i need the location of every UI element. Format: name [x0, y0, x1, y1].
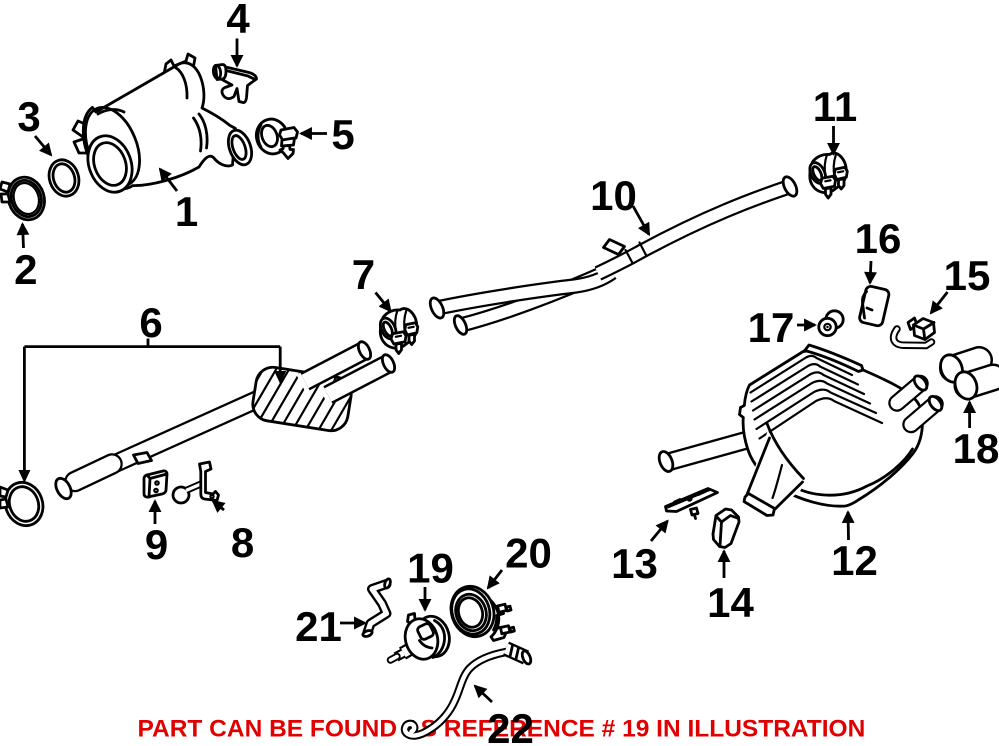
svg-text:21: 21: [295, 603, 342, 650]
svg-text:22: 22: [487, 705, 534, 746]
svg-text:5: 5: [331, 111, 354, 158]
svg-text:6: 6: [139, 299, 162, 346]
svg-text:13: 13: [611, 540, 658, 587]
svg-text:20: 20: [505, 530, 552, 577]
svg-text:15: 15: [944, 252, 991, 299]
svg-text:11: 11: [813, 83, 857, 130]
svg-text:7: 7: [352, 251, 375, 298]
svg-text:4: 4: [226, 0, 250, 42]
svg-text:14: 14: [707, 579, 754, 626]
svg-text:19: 19: [407, 545, 454, 592]
svg-text:2: 2: [14, 246, 37, 293]
svg-text:10: 10: [590, 172, 637, 219]
svg-text:3: 3: [17, 93, 40, 140]
svg-text:18: 18: [953, 425, 999, 472]
svg-text:1: 1: [175, 188, 198, 235]
svg-text:8: 8: [231, 519, 254, 566]
svg-text:17: 17: [748, 304, 795, 351]
svg-text:16: 16: [855, 215, 902, 262]
svg-text:12: 12: [831, 537, 878, 584]
svg-text:PART CAN BE FOUND AS REFERENCE: PART CAN BE FOUND AS REFERENCE # 19 IN I…: [138, 716, 866, 743]
svg-text:9: 9: [145, 521, 168, 568]
